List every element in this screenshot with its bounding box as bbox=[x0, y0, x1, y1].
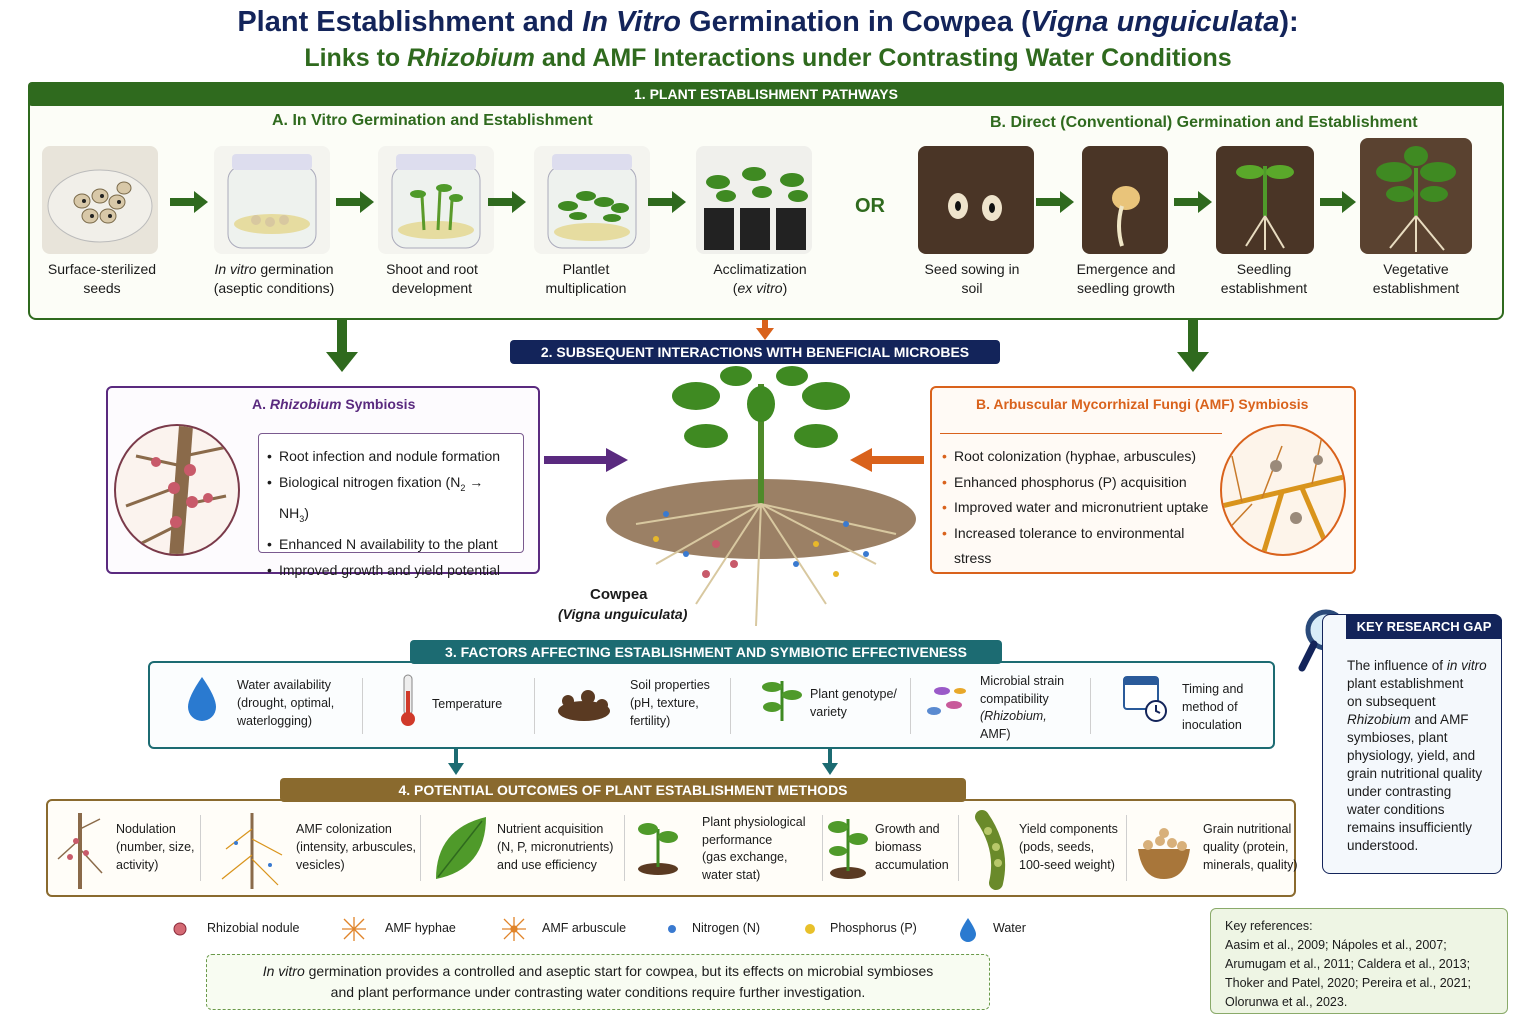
pathway-arrows bbox=[170, 191, 1356, 213]
vegetative-plant-image bbox=[1360, 138, 1472, 254]
factor-genotype: Plant genotype/variety bbox=[810, 687, 897, 719]
arbuscule-icon bbox=[502, 917, 526, 941]
interaction-arrows bbox=[544, 448, 924, 472]
pathway-b-title: B. Direct (Conventional) Germination and… bbox=[990, 114, 1418, 131]
outcome-yield: Yield components(pods, seeds,100-seed we… bbox=[1019, 822, 1118, 872]
outcome-divider bbox=[200, 815, 201, 881]
outcome-divider bbox=[822, 815, 823, 881]
outcome-divider bbox=[420, 815, 421, 881]
section4-header: 4. POTENTIAL OUTCOMES OF PLANT ESTABLISH… bbox=[280, 778, 966, 802]
subtitle: Links to Rhizobium and AMF Interactions … bbox=[304, 44, 1232, 72]
factor-temperature: Temperature bbox=[432, 697, 503, 711]
seedling-image bbox=[1216, 146, 1314, 254]
seed-in-soil-image bbox=[918, 146, 1034, 254]
plant-name: Cowpea bbox=[590, 586, 648, 603]
section1-header: 1. PLANT ESTABLISHMENT PATHWAYS bbox=[28, 82, 1504, 106]
jar-germination-image bbox=[214, 146, 330, 254]
outcome-divider bbox=[958, 815, 959, 881]
calendar-clock-icon bbox=[1123, 676, 1167, 722]
conclusion-box: In vitro germination provides a controll… bbox=[206, 954, 990, 1010]
petri-dish-image bbox=[42, 146, 158, 254]
factor-divider bbox=[910, 678, 911, 734]
nitrogen-dot-icon bbox=[668, 925, 676, 933]
legend-nodule: Rhizobial nodule bbox=[207, 921, 300, 935]
factor-water: Water availability(drought, optimal,wate… bbox=[237, 678, 335, 728]
research-gap-panel bbox=[1322, 614, 1502, 874]
plant-scientific-name: (Vigna unguiculata) bbox=[558, 606, 688, 622]
factor-icons bbox=[188, 674, 1167, 726]
legend-water: Water bbox=[993, 921, 1026, 935]
research-gap-text: The influence of in vitro plant establis… bbox=[1347, 658, 1487, 853]
plant-icon bbox=[638, 823, 678, 875]
pathway-a-title: A. In Vitro Germination and Establishmen… bbox=[272, 112, 593, 129]
nodule-root-illustration bbox=[114, 424, 240, 556]
water-drop-icon bbox=[188, 677, 216, 721]
emergence-image bbox=[1082, 146, 1168, 254]
water-icon bbox=[960, 918, 976, 942]
outcome-amf: AMF colonization(intensity, arbuscules,v… bbox=[296, 822, 416, 872]
outcome-icons bbox=[57, 810, 1190, 890]
cowpea-plant-illustration bbox=[606, 366, 916, 627]
jar-shoot-image bbox=[378, 146, 494, 254]
factor-divider bbox=[534, 678, 535, 734]
factor-soil: Soil properties(pH, texture,fertility) bbox=[630, 678, 710, 728]
outcome-divider bbox=[624, 815, 625, 881]
step-in-vitro-germination: In vitro germination(aseptic conditions) bbox=[213, 261, 335, 296]
legend-arbuscule: AMF arbuscule bbox=[542, 921, 627, 935]
jar-plantlets-image bbox=[534, 146, 650, 254]
outcome-divider bbox=[1126, 815, 1127, 881]
or-label: OR bbox=[855, 195, 885, 217]
down-arrows bbox=[326, 320, 1209, 372]
main-title: Plant Establishment and In Vitro Germina… bbox=[237, 6, 1299, 38]
references-panel: Key references: Aasim et al., 2009; Nápo… bbox=[1210, 908, 1508, 1014]
outcome-nutrient: Nutrient acquisition(N, P, micronutrient… bbox=[497, 822, 614, 872]
amf-root-icon bbox=[221, 813, 283, 889]
nodule-icon bbox=[173, 922, 187, 936]
growing-plant-icon bbox=[828, 819, 868, 879]
rhizobium-list: Root infection and nodule formation Biol… bbox=[258, 433, 524, 583]
research-gap-header: KEY RESEARCH GAP bbox=[1346, 615, 1502, 639]
leaf-icon bbox=[436, 817, 486, 879]
section2-header: 2. SUBSEQUENT INTERACTIONS WITH BENEFICI… bbox=[510, 340, 1000, 364]
rhizobium-title: A. Rhizobium Symbiosis bbox=[252, 396, 416, 412]
legend-icons bbox=[173, 917, 976, 942]
hyphae-icon bbox=[342, 917, 366, 941]
soil-icon bbox=[558, 690, 610, 721]
outcomes-panel bbox=[46, 799, 1296, 897]
factor-divider bbox=[1090, 678, 1091, 734]
section3-header: 3. FACTORS AFFECTING ESTABLISHMENT AND S… bbox=[410, 640, 1002, 664]
seedling-icon bbox=[762, 681, 802, 721]
pod-icon bbox=[975, 810, 1006, 890]
factor-divider bbox=[362, 678, 363, 734]
legend-nitrogen: Nitrogen (N) bbox=[692, 921, 761, 935]
amf-root-illustration bbox=[1220, 424, 1346, 556]
amf-list: Root colonization (hyphae, arbuscules) E… bbox=[940, 433, 1222, 566]
step-acclimatization: Acclimatization(ex vitro) bbox=[713, 261, 807, 296]
legend-hyphae: AMF hyphae bbox=[385, 921, 456, 935]
factor-divider bbox=[730, 678, 731, 734]
phosphorus-dot-icon bbox=[805, 924, 815, 934]
outcome-nodulation: Nodulation(number, size,activity) bbox=[116, 822, 195, 872]
bean-bowl-icon bbox=[1138, 828, 1190, 879]
factor-arrows bbox=[448, 749, 838, 775]
legend-phosphorus: Phosphorus (P) bbox=[830, 921, 917, 935]
potted-plants-image bbox=[696, 146, 812, 254]
thermometer-icon bbox=[401, 674, 415, 726]
microbes-icon bbox=[927, 687, 966, 715]
amf-title: B. Arbuscular Mycorrhizal Fungi (AMF) Sy… bbox=[976, 396, 1309, 412]
nodule-root-icon bbox=[57, 813, 103, 889]
